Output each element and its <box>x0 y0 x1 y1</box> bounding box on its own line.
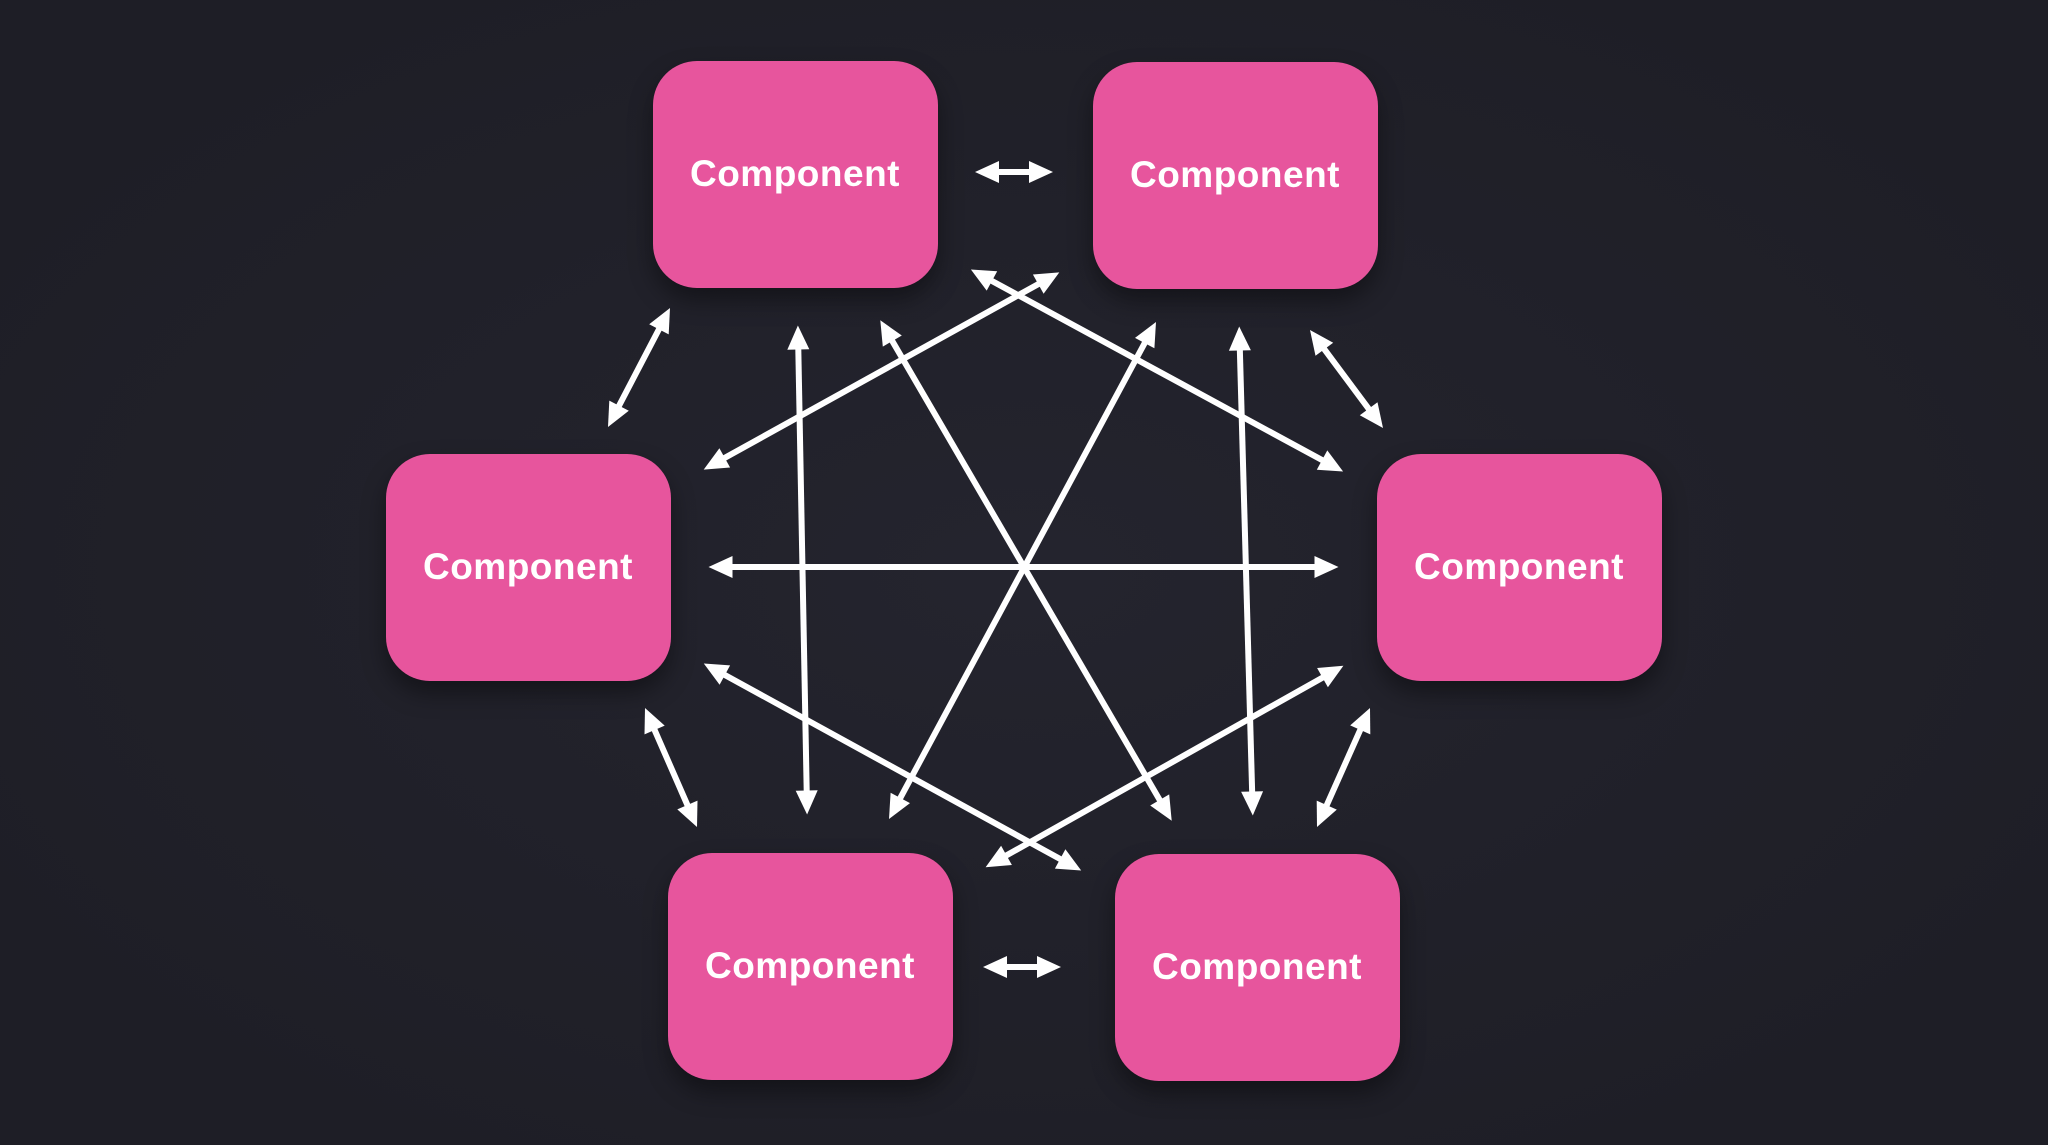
component-node-label: Component <box>689 153 901 194</box>
arrow-right-to-bottom-left <box>985 665 1344 868</box>
component-node-top-left: Component <box>652 60 938 288</box>
component-node-bottom-left: Component <box>667 852 953 1080</box>
component-node-right: Component <box>1376 453 1662 681</box>
arrow-top-right-to-left <box>703 272 1060 470</box>
arrow-top-right-to-bottom-left <box>889 322 1156 819</box>
component-node-label: Component <box>1413 546 1625 587</box>
arrow-top-left-to-bottom-right <box>880 320 1172 821</box>
component-node-bottom-right: Component <box>1114 853 1400 1081</box>
component-node-label: Component <box>1129 154 1341 195</box>
component-node-label: Component <box>1151 946 1363 987</box>
arrow-top-left-to-top-right <box>975 161 1053 183</box>
arrow-top-left-to-left <box>608 308 670 427</box>
arrow-top-right-to-right <box>1310 330 1383 428</box>
arrow-right-to-bottom-right <box>1316 708 1371 827</box>
arrow-top-right-to-bottom-right <box>1228 326 1264 816</box>
component-node-top-right: Component <box>1092 61 1378 289</box>
arrow-bottom-left-to-bottom-right <box>983 956 1061 978</box>
arrow-top-left-to-right <box>970 269 1344 472</box>
component-node-label: Component <box>422 546 634 587</box>
arrow-left-to-bottom-right <box>703 663 1082 871</box>
component-node-label: Component <box>704 945 916 986</box>
component-node-left: Component <box>385 453 671 681</box>
arrow-left-to-bottom-left <box>644 708 698 827</box>
